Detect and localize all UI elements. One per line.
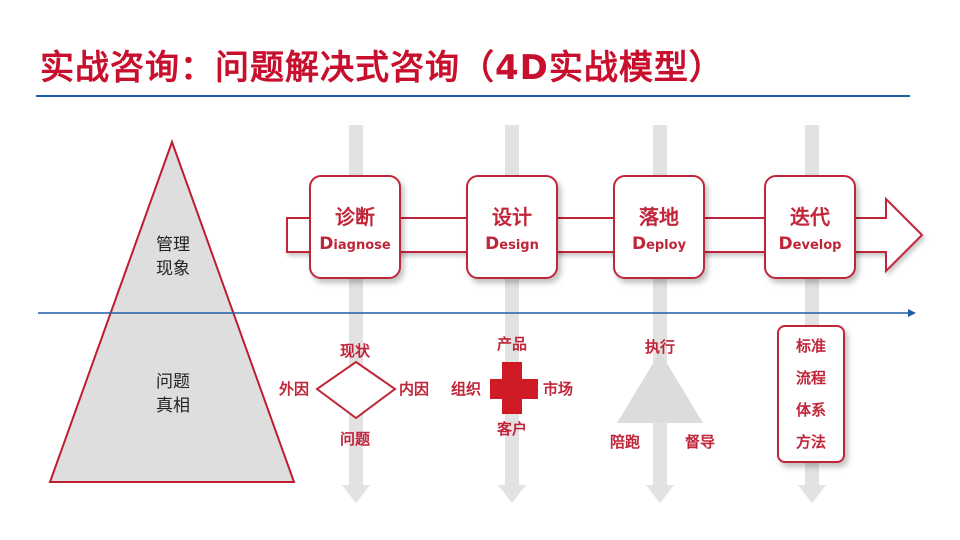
pyramid-triangle — [48, 139, 296, 483]
develop-item: 流程 — [795, 369, 826, 387]
design-bottom-label: 客户 — [497, 420, 528, 438]
develop-item: 方法 — [795, 433, 826, 451]
design-cross-icon — [490, 362, 538, 414]
stage-design-en: Design — [485, 234, 539, 254]
stage-design: 设计 Design — [466, 175, 558, 279]
triangle-upper-label: 管理 现象 — [156, 235, 190, 279]
diagnose-right-label: 内因 — [399, 380, 430, 398]
stage-diagnose-cn: 诊断 — [335, 205, 375, 229]
deploy-right-label: 督导 — [685, 433, 716, 451]
design-right-label: 市场 — [543, 380, 574, 398]
develop-list-box: 标准 流程 体系 方法 — [777, 325, 845, 463]
deploy-triangle — [617, 352, 703, 423]
develop-item: 体系 — [795, 401, 826, 419]
diagnose-top-label: 现状 — [340, 342, 371, 360]
stage-deploy-en: Deploy — [631, 234, 687, 254]
stage-deploy: 落地 Deploy — [613, 175, 705, 279]
divider-arrowhead — [908, 309, 916, 317]
diagnose-diamond — [315, 360, 397, 420]
stage-develop: 迭代 Develop — [764, 175, 856, 279]
triangle-lower-label: 问题 真相 — [156, 372, 190, 416]
stage-diagnose: 诊断 Diagnose — [309, 175, 401, 279]
deploy-left-label: 陪跑 — [610, 433, 641, 451]
stage-develop-cn: 迭代 — [790, 205, 830, 229]
diagnose-left-label: 外因 — [279, 380, 310, 398]
stage-design-cn: 设计 — [492, 205, 532, 229]
deploy-top-label: 执行 — [645, 338, 676, 356]
stage-develop-en: Develop — [778, 234, 842, 254]
diagnose-bottom-label: 问题 — [340, 430, 371, 448]
stage-diagnose-en: Diagnose — [319, 234, 391, 254]
design-top-label: 产品 — [497, 335, 528, 353]
title-underline — [36, 95, 910, 97]
design-left-label: 组织 — [451, 380, 482, 398]
page-title: 实战咨询：问题解决式咨询（4D实战模型） — [40, 48, 724, 88]
stage-deploy-cn: 落地 — [639, 205, 679, 229]
develop-item: 标准 — [795, 337, 826, 355]
